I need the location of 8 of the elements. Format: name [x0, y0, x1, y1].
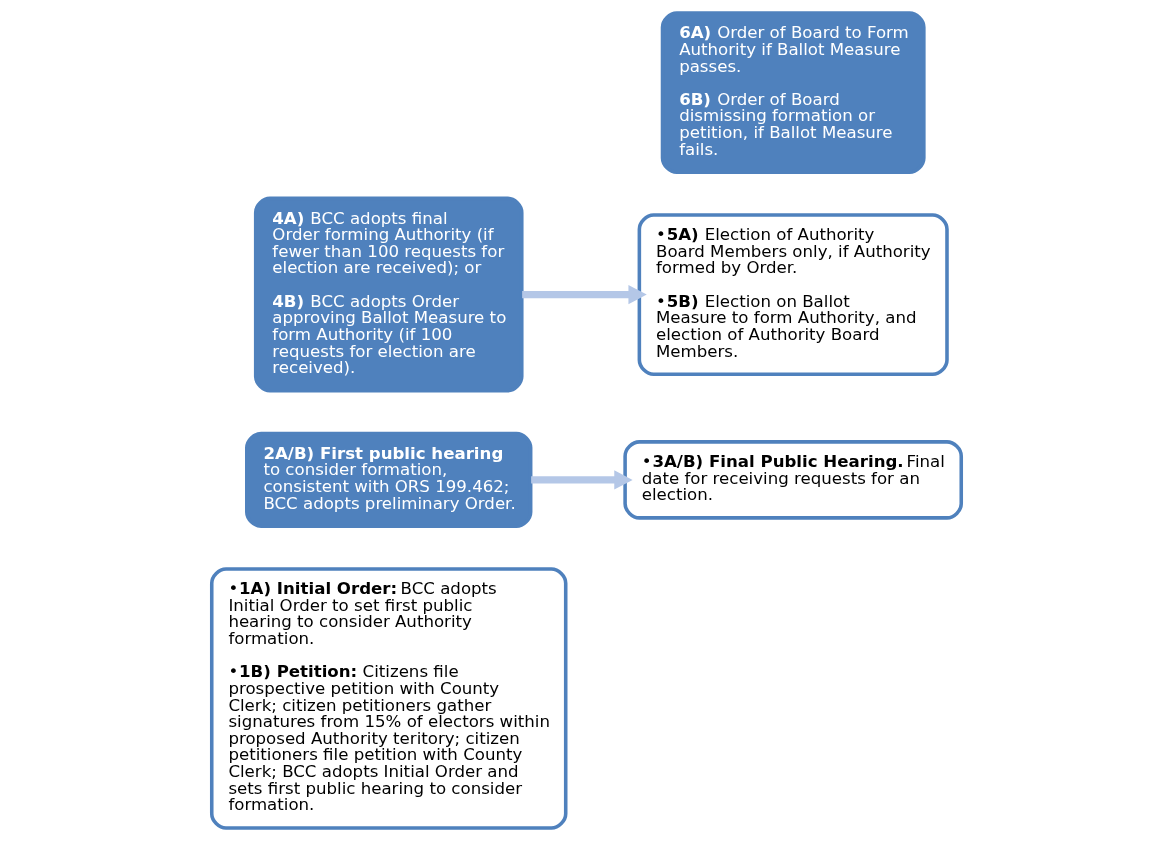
node-box: 6A) Order of Board to Form Authority if Ballot Measure passes. 6B) Order of Board dismissing formation or petition, if Ballot Measure fails.	[660, 11, 926, 175]
node-box: 4A) BCC adopts final Order forming Authority (if fewer than 100 requests for election are received); or 4B) BCC adopts Order approving Ballot Measure to form Authority (if 100 requests for election are received).	[253, 196, 524, 393]
node-box: 2A/B) First public hearing to consider formation, consistent with ORS 199.462; BCC adopts preliminary Order.	[244, 431, 532, 528]
arrow	[521, 284, 647, 305]
node-box: •3A/B) Final Public Hearing. Final date for receiving requests for an election.	[622, 440, 963, 520]
node-box: •1A) Initial Order: BCC adopts Initial Order to set first public hearing to consider Authority formation. •1B) Petition: Citizens file prospective petition with County Clerk; citizen petitioners gather signatures from 15% of electors within proposed Authority teritory; citizen petitioners file petition with County Clerk; BCC adopts Initial Order and sets first public hearing to consider formation.	[209, 567, 567, 830]
node-box: •5A) Election of Authority Board Members only, if Authority formed by Order. •5B) Election on Ballot Measure to form Authority, and election of Authority Board Members.	[637, 213, 949, 376]
arrow	[530, 470, 633, 490]
